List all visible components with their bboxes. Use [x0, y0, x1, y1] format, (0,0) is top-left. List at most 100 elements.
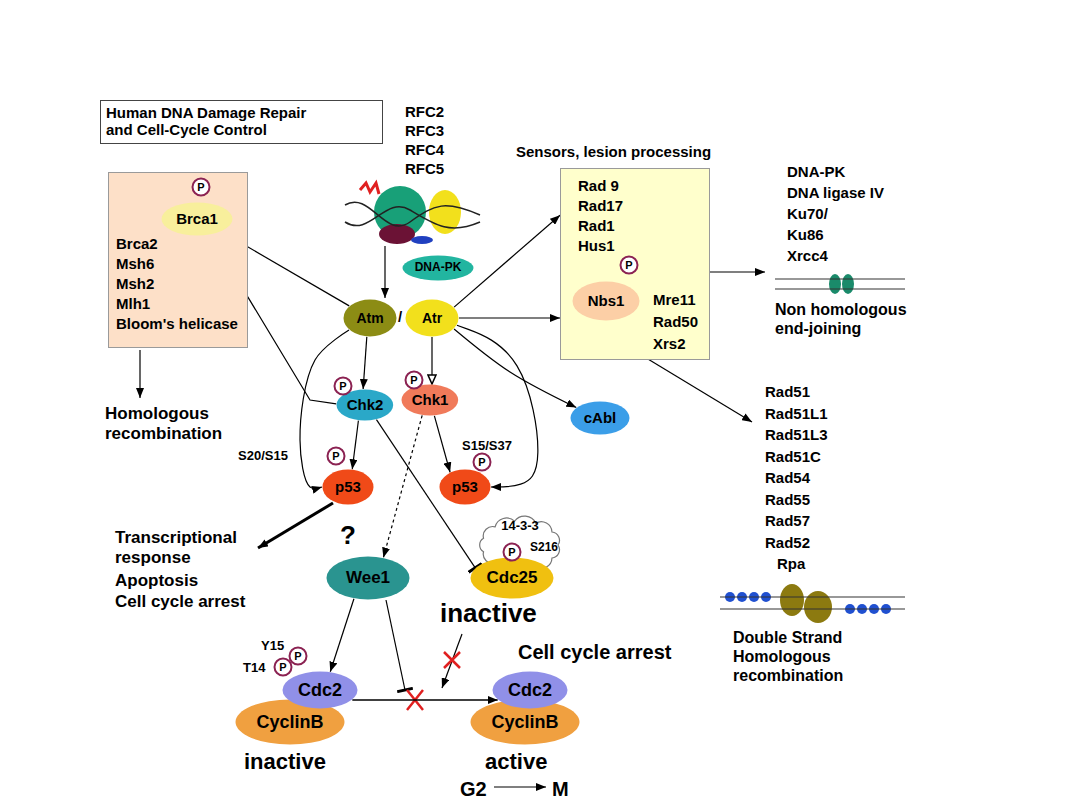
ellipse-outline	[275, 659, 292, 676]
ku-protein	[829, 274, 841, 294]
ellipse-outline	[193, 179, 210, 196]
rfc-complex	[379, 224, 415, 244]
dna-strand	[345, 202, 480, 226]
dna-strand	[345, 207, 480, 228]
phosphate-mark: P	[410, 374, 417, 387]
kinase-ellipse: Atm	[343, 299, 397, 337]
protein-name: p53	[335, 478, 361, 495]
ellipse-outline	[402, 385, 459, 416]
title-text: Human DNA Damage Repair and Cell-Cycle C…	[106, 104, 318, 138]
rad51-filament	[804, 591, 832, 623]
ellipse-outline	[328, 448, 345, 465]
text-label: Y15	[261, 638, 284, 654]
phosphate-circle: P	[274, 658, 292, 676]
ellipse-outline	[290, 648, 307, 665]
ellipse-outline	[471, 700, 580, 745]
ellipse-outline	[403, 256, 474, 281]
ellipse-outline	[344, 300, 397, 337]
protein-name: Atm	[356, 310, 383, 326]
protein-name: Hus1	[578, 237, 615, 254]
protein-ellipse: p53	[322, 469, 374, 505]
phosphate-circle: P	[334, 377, 352, 395]
ellipse-outline	[573, 282, 640, 321]
ellipse-outline	[323, 470, 374, 505]
text-label: Rad57	[765, 512, 810, 530]
group-heading: Sensors, lesion processing	[516, 143, 711, 160]
text-label: active	[485, 749, 547, 775]
protein-name: Atr	[422, 310, 442, 326]
protein-name: Wee1	[346, 568, 390, 588]
protein-ellipse: DNA-PK	[402, 255, 474, 281]
text-label: Non homologous end-joining	[775, 300, 940, 338]
text-label: Transcriptional response	[115, 528, 255, 569]
protein-name: Rad1	[578, 217, 615, 234]
kinase-ellipse: cAbl	[570, 401, 630, 435]
protein-name: Nbs1	[588, 292, 625, 309]
phosphatase-ellipse: Cdc25	[470, 557, 554, 599]
phosphate-mark: P	[332, 450, 339, 463]
text-label: Apoptosis	[115, 571, 198, 591]
text-label: /	[398, 308, 402, 326]
text-label: G2	[460, 777, 487, 801]
protein-ellipse: Nbs1	[572, 281, 640, 321]
protein-name: CyclinB	[256, 712, 323, 733]
protein-name: Mlh1	[116, 295, 150, 312]
phosphate-mark: P	[478, 456, 485, 469]
text-label: Rad51	[765, 383, 810, 401]
illustration	[140, 183, 905, 787]
signal-arrow	[442, 634, 462, 688]
phosphate-mark: P	[197, 181, 204, 194]
protein-name: Rad 9	[578, 177, 619, 194]
rad51-filament	[780, 584, 804, 616]
ellipse-outline	[474, 454, 491, 471]
activation-connector	[330, 599, 354, 672]
ellipse-outline	[236, 700, 345, 745]
protein-name: DNA-PK	[415, 261, 462, 275]
protein-name: Rad50	[653, 313, 698, 330]
text-label: Rad54	[765, 469, 810, 487]
protein-name: Bloom's helicase	[116, 315, 238, 332]
text-label: Rad51L3	[765, 426, 828, 444]
ellipse-outline	[327, 557, 410, 600]
text-label: DNA-PK	[787, 163, 845, 181]
repair-protein-box: Brca2Msh6Msh2Mlh1Bloom's helicaseBrca1P	[108, 172, 248, 348]
text-label: Double Strand Homologous recombination	[733, 628, 873, 686]
text-label: Rad51L1	[765, 405, 828, 423]
text-label: Ku86	[787, 226, 824, 244]
title-box: Human DNA Damage Repair and Cell-Cycle C…	[100, 100, 383, 144]
ellipse-outline	[621, 257, 638, 274]
text-label: RFC3	[405, 122, 444, 140]
dna-strand	[775, 279, 905, 289]
protein-name: Chk2	[347, 396, 384, 413]
text-label: inactive	[440, 598, 537, 629]
phosphate-mark: P	[294, 650, 301, 663]
protein-name: cAbl	[584, 409, 617, 426]
text-label: Rad51C	[765, 448, 821, 466]
dna-strand	[720, 597, 905, 609]
signal-arrow	[258, 503, 333, 548]
activation-connector	[454, 215, 560, 307]
kinase-ellipse: Chk1	[401, 384, 459, 416]
activation-connector	[352, 699, 497, 701]
block-cross	[444, 652, 460, 668]
cdk-ellipse: Cdc2	[492, 671, 568, 709]
text-label: T14	[243, 660, 265, 676]
phase-arrow	[494, 786, 546, 787]
text-label: S15/S37	[462, 438, 512, 454]
signal-arrow	[139, 350, 140, 398]
ellipse-outline	[471, 558, 554, 599]
phosphate-circle: P	[192, 178, 210, 196]
activation-connector	[434, 416, 450, 472]
phosphate-mark: P	[625, 259, 632, 272]
ellipse-outline	[504, 544, 521, 561]
signal-arrow	[384, 246, 385, 298]
text-label: S216	[530, 540, 558, 554]
text-label: RFC2	[405, 103, 444, 121]
ellipse-outline	[335, 378, 352, 395]
text-label: inactive	[244, 749, 326, 775]
text-label: DNA ligase IV	[787, 184, 884, 202]
activation-connector	[383, 415, 422, 557]
activation-connector	[363, 337, 367, 389]
phosphate-circle: P	[405, 371, 423, 389]
protein-ellipse: Brca1	[161, 202, 233, 236]
